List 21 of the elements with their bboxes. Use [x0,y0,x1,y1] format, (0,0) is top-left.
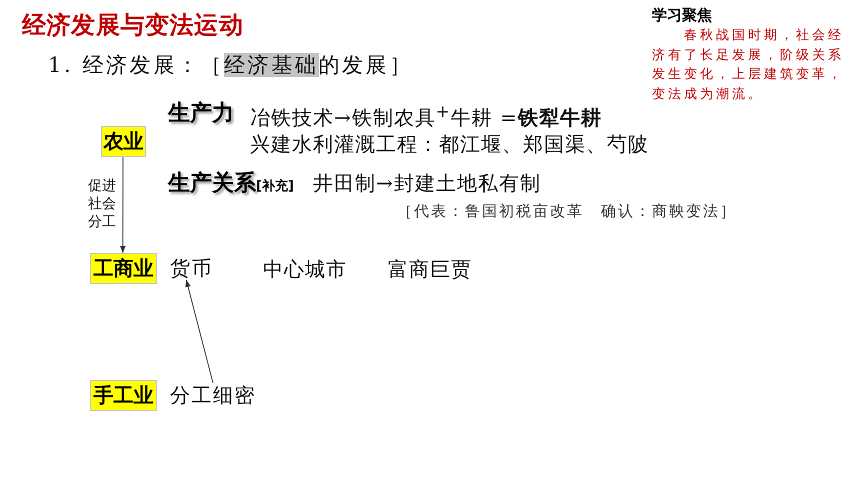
text-item: 富商巨贾 [388,256,472,282]
highlighted-tag: 手工业 [90,380,157,411]
text-line: 冶铁技术→铁制农具$^{+}$牛耕 =铁犁牛耕 [250,101,602,131]
text-line: 井田制→封建土地私有制 [313,170,541,196]
highlighted-tag: 农业 [101,126,146,157]
title: 经济发展与变法运动 [22,10,244,41]
node-text: 货币 [170,256,213,280]
category-label: 生产关系 [168,170,256,198]
heading: 1. 经济发展：［经济基础的发展］ [48,52,413,79]
panel-heading: 学习聚焦 [652,5,712,25]
text-item: 中心城市 [263,256,347,282]
note-text: 春秋战国时期，社会经济有了长足发展，阶级关系发生变化，上层建筑变革，变法成为潮流。 [652,27,845,104]
arrow [120,156,126,254]
arrow [185,280,214,384]
note-tag: [补充] [256,178,294,196]
node-text: 分工细密 [170,383,256,407]
highlighted-tag: 工商业 [90,253,157,284]
note-text: ［代表：鲁国初税亩改革 确认：商鞅变法］ [397,201,737,221]
category-label: 生产力 [168,100,234,128]
text-line: 兴建水利灌溉工程：都江堰、郑国渠、芍陂 [250,131,649,157]
edge-label: 促进社会分工 [88,177,118,231]
